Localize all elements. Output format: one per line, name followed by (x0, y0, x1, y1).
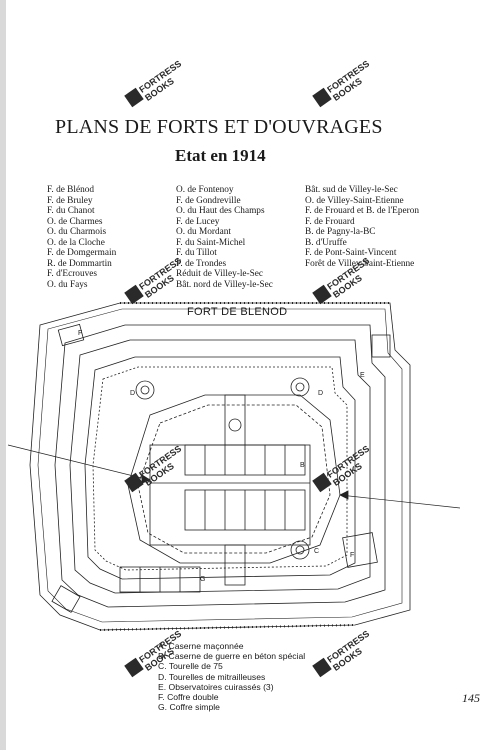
coffre-se (342, 532, 378, 568)
legend-item: D. Tourelles de mitrailleuses (158, 671, 266, 682)
turret-circle (228, 418, 242, 432)
watermark-logo: FORTRESS BOOKS (312, 255, 371, 305)
fort-list-item: Bât. sud de Villey-le-Sec (305, 185, 398, 195)
fort-list-item: F. de Gondreville (176, 195, 241, 206)
legend-item: B. Caserne de guerre en béton spécial (158, 651, 306, 662)
fort-list-item: O. de Charmes (47, 216, 103, 227)
legend-item: A. Caserne maçonnée (158, 641, 244, 651)
page-title: PLANS DE FORTS ET D'OUVRAGES (55, 116, 383, 138)
fort-list-item: F. de Trondes (176, 258, 227, 269)
turret-circle (290, 377, 310, 397)
coffre-sw (51, 585, 81, 613)
legend-item: F. Coffre double (158, 692, 219, 703)
coffre-nw (57, 323, 85, 347)
fort-list-item: O. du Charmois (47, 227, 107, 237)
fort-list-item: O. de Villey-Saint-Etienne (305, 195, 404, 206)
legend-item: E. Observatoires cuirassés (3) (158, 681, 274, 692)
core-inner-line (137, 404, 331, 554)
fort-list-item: O. du Mordant (176, 227, 232, 237)
watermark-logo: FORTRESS BOOKS (312, 443, 371, 493)
outer-wall-line (37, 308, 403, 623)
rampart-line (84, 356, 356, 580)
fort-list-item: F. de Lucey (176, 216, 220, 227)
plan-marker: C (314, 548, 319, 555)
legend-item: G. Coffre simple (158, 702, 220, 713)
watermark-logo: FORTRESS BOOKS (124, 443, 183, 493)
watermark-logo: FORTRESS BOOKS (124, 255, 183, 305)
fort-list-item: O. de Fontenoy (176, 185, 234, 195)
fort-list-item: B. d'Uruffe (305, 237, 347, 248)
fort-list-item: F. de Blénod (47, 185, 95, 195)
watermark-logo: FORTRESS BOOKS (312, 628, 371, 678)
fort-list-item: F. de Frouard et B. de l'Eperon (305, 206, 420, 216)
fort-list-item: O. du Fays (47, 279, 88, 290)
ditch-outer-line (54, 324, 386, 608)
fort-list-item: F. de Bruley (47, 195, 93, 206)
plan-marker: B (300, 462, 305, 469)
fort-list-item: Forêt de Villey-Saint-Etienne (305, 258, 415, 269)
coffre-ne (371, 334, 391, 358)
fort-list-column-3: Bât. sud de Villey-le-Sec O. de Villey-S… (305, 185, 425, 269)
turret-circle (135, 380, 155, 400)
fort-list-item: O. du Haut des Champs (176, 206, 265, 216)
plan-title: FORT DE BLENOD (187, 306, 288, 318)
fort-list-item: F. de Frouard (305, 216, 355, 227)
plan-marker: E (360, 372, 365, 379)
fort-list-item: F. de Pont-Saint-Vincent (305, 248, 397, 258)
legend-item: C. Tourelle de 75 (158, 661, 223, 672)
core-outline (127, 394, 341, 564)
page-edge (0, 0, 6, 750)
fort-list-item: F. du Tillot (176, 248, 217, 258)
fort-list-item: O. de la Cloche (47, 237, 105, 248)
plan-marker: F (350, 552, 354, 559)
fort-list-item: Réduit de Villey-le-Sec (176, 269, 264, 279)
fort-plan-drawing: F E D D B C G F (7, 302, 461, 631)
fort-list-column-2: O. de Fontenoy F. de Gondreville O. du H… (176, 185, 273, 290)
page-subtitle: Etat en 1914 (175, 146, 266, 165)
fort-list-item: B. de Pagny-la-BC (305, 227, 376, 237)
fort-list-item: F. d'Ecrouves (47, 269, 97, 279)
watermark-logo: FORTRESS BOOKS (124, 628, 183, 678)
fort-list-item: F. du Chanot (47, 206, 95, 216)
fort-list-item: Bât. nord de Villey-le-Sec (176, 279, 273, 290)
plan-marker: G (200, 576, 205, 583)
watermark-logo: FORTRESS BOOKS (124, 58, 183, 108)
watermark-logo: FORTRESS BOOKS (312, 58, 371, 108)
plan-marker: D (318, 390, 323, 397)
turret-circle (290, 540, 310, 560)
ditch-inner-line (69, 339, 371, 594)
fort-list-column-1: F. de Blénod F. de Bruley F. du Chanot O… (47, 185, 116, 290)
fort-list-item: F. de Domgermain (47, 248, 117, 258)
plan-marker: D (130, 390, 135, 397)
plan-marker: F (78, 330, 82, 337)
page-number: 145 (462, 691, 480, 705)
plan-legend: A. Caserne maçonnée B. Caserne de guerre… (158, 641, 305, 712)
fort-list-item: R. de Dommartin (47, 258, 112, 269)
fort-list-item: F. du Saint-Michel (176, 237, 246, 248)
